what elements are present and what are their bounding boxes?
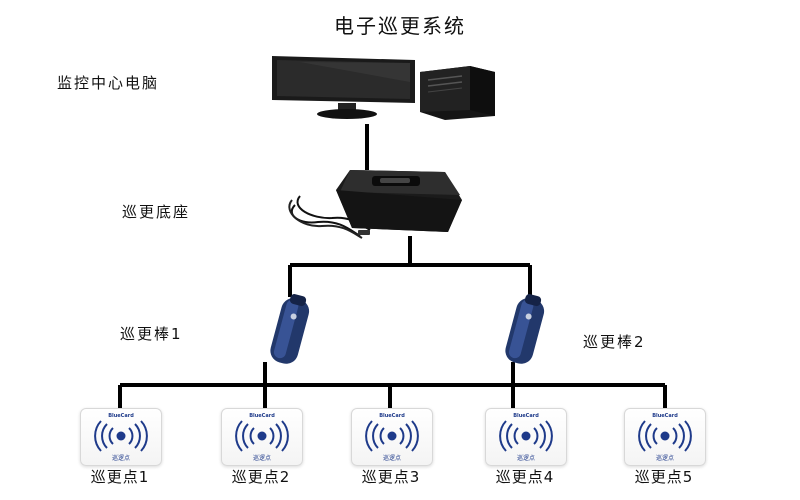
diagram-title: 电子巡更系统 (334, 14, 466, 38)
connector-lines (118, 124, 667, 409)
rfid-signal-icon (499, 420, 553, 452)
card-brand: BlueCard (379, 413, 405, 419)
patrol-base-icon (288, 170, 462, 239)
card-brand: BlueCard (652, 413, 678, 419)
card-text: 巡逻点 (516, 455, 535, 462)
rfid-signal-icon (365, 420, 419, 452)
computer-label: 监控中心电脑 (57, 74, 160, 92)
rfid-signal-icon (235, 420, 289, 452)
card-brand: BlueCard (249, 413, 275, 419)
card-text: 巡逻点 (111, 455, 130, 462)
checkpoint-card-4: BlueCard 巡逻点 (485, 408, 567, 466)
card-text: 巡逻点 (252, 455, 271, 462)
rfid-signal-icon (94, 420, 148, 452)
checkpoint-card-3: BlueCard 巡逻点 (351, 408, 433, 466)
card-brand: BlueCard (513, 413, 539, 419)
patrol-wand-2-icon (505, 294, 545, 364)
checkpoint-label-2: 巡更点2 (231, 468, 291, 486)
card-text: 巡逻点 (655, 455, 674, 462)
computer-icon (272, 56, 495, 120)
wand1-label: 巡更棒1 (120, 325, 183, 343)
checkpoint-label-1: 巡更点1 (90, 468, 150, 486)
checkpoint-label-4: 巡更点4 (495, 468, 555, 486)
card-text: 巡逻点 (382, 455, 401, 462)
checkpoint-card-1: BlueCard 巡逻点 (80, 408, 162, 466)
checkpoint-card-5: BlueCard 巡逻点 (624, 408, 706, 466)
rfid-signal-icon (638, 420, 692, 452)
base-label: 巡更底座 (122, 203, 191, 221)
wand2-label: 巡更棒2 (583, 333, 646, 351)
checkpoint-label-5: 巡更点5 (634, 468, 694, 486)
checkpoint-card-2: BlueCard 巡逻点 (221, 408, 303, 466)
checkpoint-label-3: 巡更点3 (361, 468, 421, 486)
card-brand: BlueCard (108, 413, 134, 419)
patrol-wand-1-icon (270, 294, 310, 364)
